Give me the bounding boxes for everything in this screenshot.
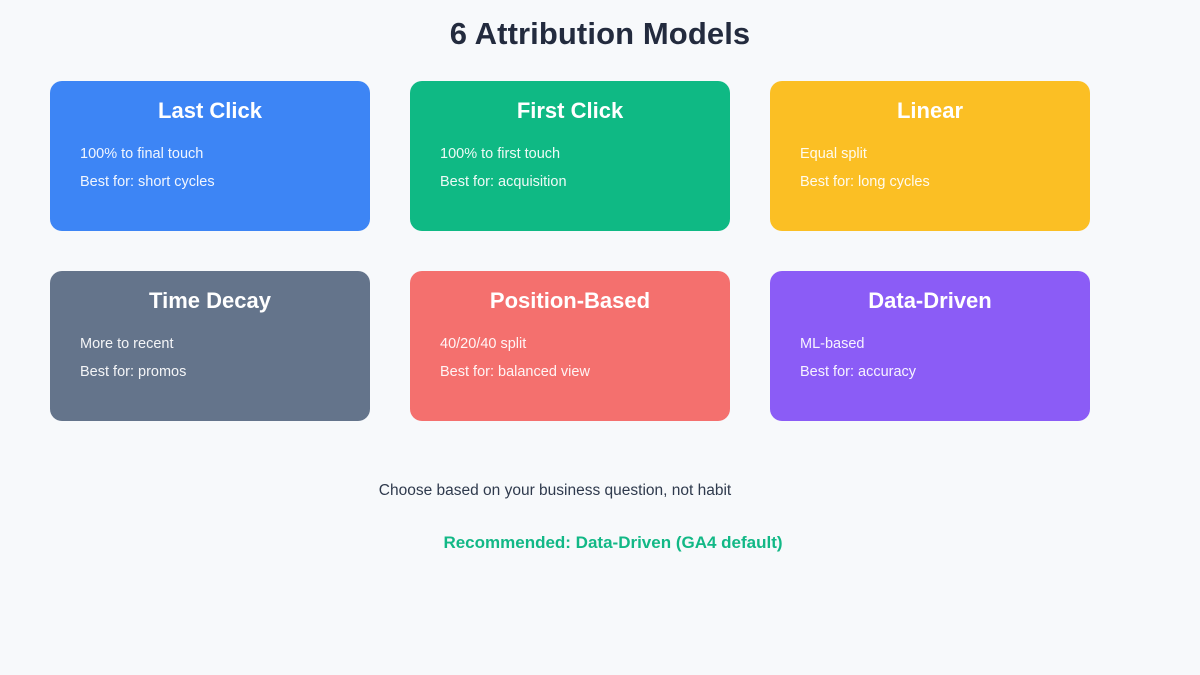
model-card-grid: Last Click 100% to final touch Best for:… (50, 81, 1090, 421)
model-card-detail: ML-based (800, 335, 865, 352)
model-card-bestfor: Best for: balanced view (440, 363, 590, 380)
model-card-detail: 100% to final touch (80, 145, 204, 162)
model-card-bestfor: Best for: short cycles (80, 173, 215, 190)
model-card-last-click: Last Click 100% to final touch Best for:… (50, 81, 370, 231)
model-card-title: Data-Driven (868, 288, 992, 313)
model-card-time-decay: Time Decay More to recent Best for: prom… (50, 271, 370, 421)
model-card-title: Time Decay (149, 288, 271, 313)
model-card-title: First Click (516, 98, 624, 123)
model-card-detail: More to recent (80, 335, 174, 352)
model-card-detail: 100% to first touch (440, 145, 561, 162)
model-card-title: Linear (896, 98, 964, 123)
model-card-bestfor: Best for: promos (80, 363, 187, 380)
model-card-bestfor: Best for: acquisition (440, 173, 567, 190)
model-card-first-click: First Click 100% to first touch Best for… (410, 81, 730, 231)
page-title: 6 Attribution Models (449, 16, 751, 51)
footer-recommendation: Recommended: Data-Driven (GA4 default) (443, 533, 783, 553)
model-card-linear: Linear Equal split Best for: long cycles (770, 81, 1090, 231)
model-card-title: Position-Based (489, 288, 651, 313)
model-card-detail: Equal split (800, 145, 867, 162)
model-card-bestfor: Best for: long cycles (800, 173, 930, 190)
footer: Choose based on your business question, … (0, 481, 1110, 554)
model-card-title: Last Click (158, 98, 262, 123)
footer-note: Choose based on your business question, … (378, 482, 732, 499)
model-card-detail: 40/20/40 split (440, 335, 527, 352)
model-card-data-driven: Data-Driven ML-based Best for: accuracy (770, 271, 1090, 421)
model-card-position-based: Position-Based 40/20/40 split Best for: … (410, 271, 730, 421)
model-card-bestfor: Best for: accuracy (800, 363, 917, 380)
